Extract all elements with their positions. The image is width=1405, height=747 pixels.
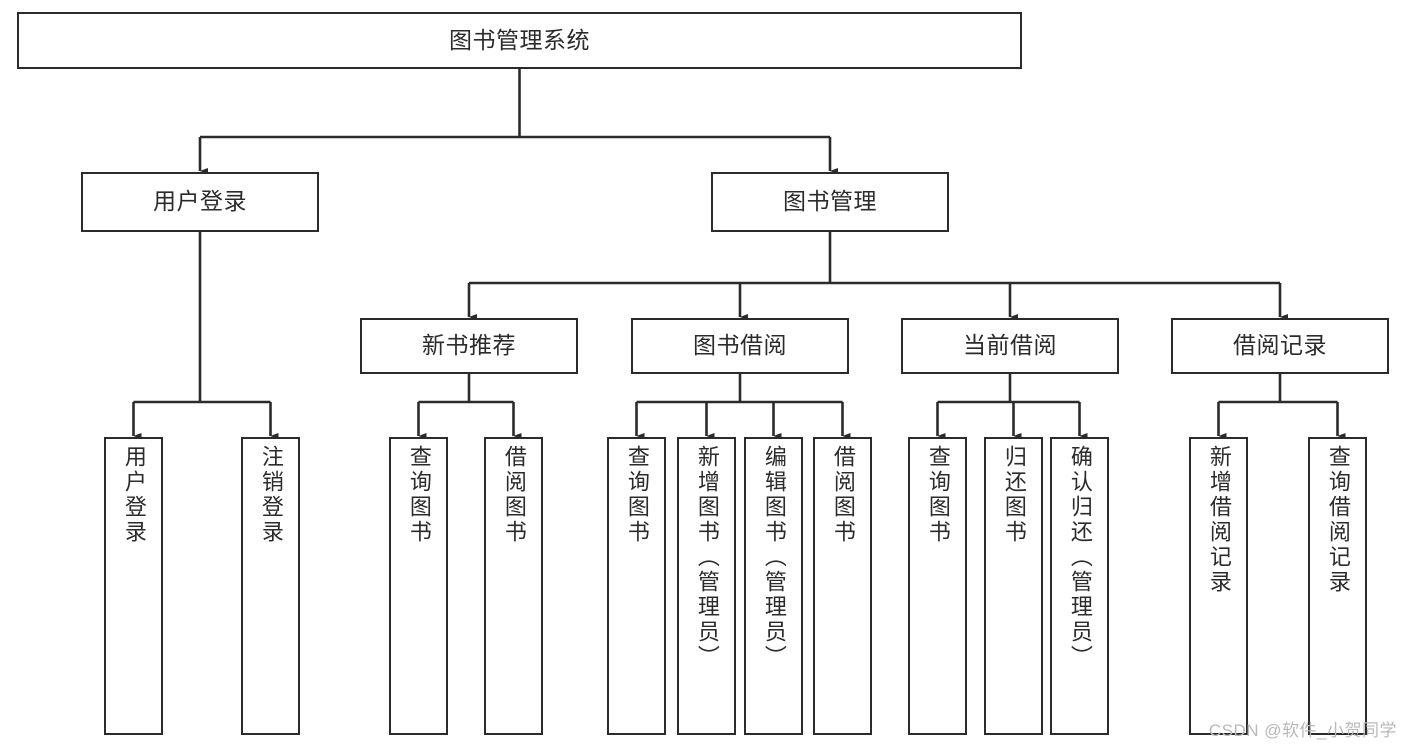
leaf-edit-book[interactable]: 编辑图书（管理员） [744, 437, 803, 735]
leaf-query-borrow-record-label: 查询借阅记录 [1325, 445, 1351, 595]
leaf-confirm-return[interactable]: 确认归还（管理员） [1050, 437, 1109, 735]
leaf-query-book-b-label: 查询图书 [624, 445, 650, 545]
node-new-book-recommendation-label: 新书推荐 [422, 332, 516, 359]
leaf-user-login-label: 用户登录 [121, 445, 147, 545]
node-book-management[interactable]: 图书管理 [711, 172, 949, 232]
node-book-borrowing[interactable]: 图书借阅 [631, 318, 849, 374]
node-root[interactable]: 图书管理系统 [17, 12, 1022, 69]
leaf-confirm-return-label: 确认归还（管理员） [1067, 445, 1093, 670]
leaf-add-borrow-record[interactable]: 新增借阅记录 [1189, 437, 1248, 735]
csdn-watermark: CSDN @软件_小贺同学 [1208, 721, 1397, 740]
leaf-query-book-a[interactable]: 查询图书 [389, 437, 448, 735]
leaf-borrow-book-b[interactable]: 借阅图书 [813, 437, 872, 735]
leaf-edit-book-label: 编辑图书（管理员） [761, 445, 787, 670]
leaf-query-book-c[interactable]: 查询图书 [908, 437, 967, 735]
node-user-login-label: 用户登录 [153, 188, 247, 215]
leaf-add-book[interactable]: 新增图书（管理员） [677, 437, 736, 735]
leaf-borrow-book-a-label: 借阅图书 [501, 445, 527, 545]
node-user-login[interactable]: 用户登录 [81, 172, 319, 232]
leaf-add-book-label: 新增图书（管理员） [694, 445, 720, 670]
leaf-query-book-c-label: 查询图书 [925, 445, 951, 545]
leaf-query-book-a-label: 查询图书 [406, 445, 432, 545]
node-current-borrowing[interactable]: 当前借阅 [901, 318, 1119, 374]
node-root-label: 图书管理系统 [449, 26, 590, 53]
leaf-query-borrow-record[interactable]: 查询借阅记录 [1308, 437, 1367, 735]
leaf-borrow-book-b-label: 借阅图书 [830, 445, 856, 545]
node-book-borrowing-label: 图书借阅 [693, 332, 787, 359]
leaf-query-book-b[interactable]: 查询图书 [607, 437, 666, 735]
leaf-user-login[interactable]: 用户登录 [104, 437, 163, 735]
node-current-borrowing-label: 当前借阅 [963, 332, 1057, 359]
node-book-management-label: 图书管理 [783, 188, 877, 215]
leaf-logout-label: 注销登录 [258, 445, 284, 545]
leaf-add-borrow-record-label: 新增借阅记录 [1206, 445, 1232, 595]
leaf-return-book-label: 归还图书 [1001, 445, 1027, 545]
leaf-borrow-book-a[interactable]: 借阅图书 [484, 437, 543, 735]
node-borrowing-record-label: 借阅记录 [1233, 332, 1327, 359]
node-borrowing-record[interactable]: 借阅记录 [1171, 318, 1389, 374]
leaf-return-book[interactable]: 归还图书 [984, 437, 1043, 735]
node-new-book-recommendation[interactable]: 新书推荐 [360, 318, 578, 374]
leaf-logout[interactable]: 注销登录 [241, 437, 300, 735]
